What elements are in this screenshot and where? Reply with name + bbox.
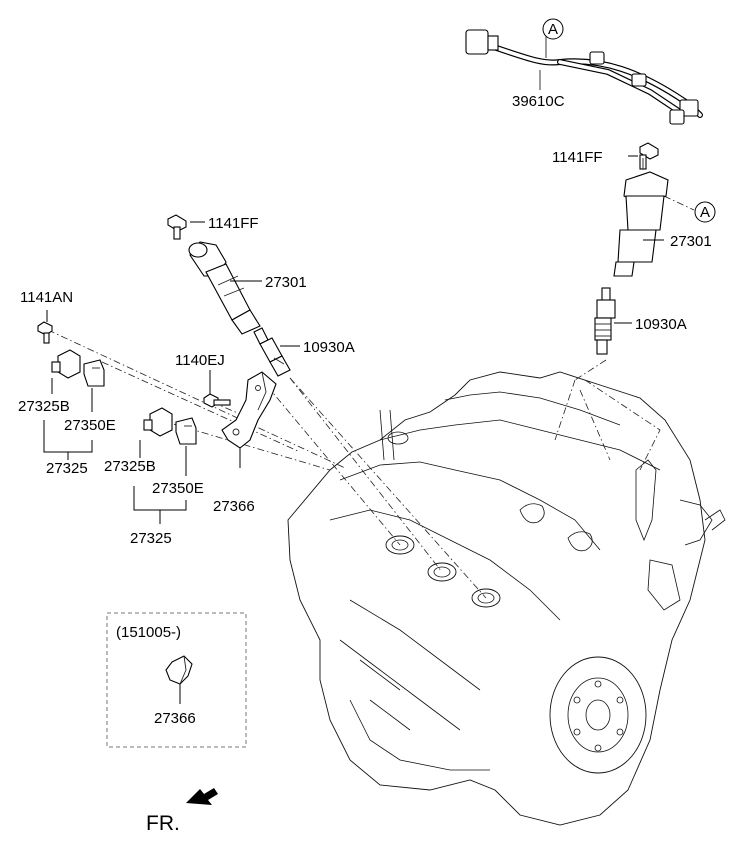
label-39610c: 39610C [512, 93, 565, 110]
middle-sensor-group [133, 407, 197, 511]
label-27366: 27366 [213, 498, 255, 515]
label-1141an: 1141AN [20, 289, 73, 306]
front-direction-label: FR. [146, 812, 180, 835]
label-27301-mid: 27301 [265, 274, 307, 291]
label-27325-mid: 27325 [130, 530, 172, 547]
label-1140ej: 1140EJ [175, 352, 225, 369]
front-arrow-icon [186, 788, 218, 805]
middle-ignition-coil [167, 214, 262, 335]
label-27325b-left: 27325B [18, 398, 70, 415]
inset-box [106, 612, 247, 748]
reference-marker-a-right [694, 201, 716, 223]
label-10930a-right: 10930A [635, 316, 687, 333]
label-27350e-left: 27350E [64, 417, 116, 434]
reference-marker-a-top-label: A [548, 21, 558, 38]
reference-marker-a-right-label: A [700, 204, 710, 221]
engine-block [287, 371, 726, 826]
inset-date-range: (151005-) [116, 624, 181, 641]
label-27325-left: 27325 [46, 460, 88, 477]
label-27301-right: 27301 [670, 233, 712, 250]
label-1141ff-mid: 1141FF [208, 215, 259, 232]
label-27350e-mid: 27350E [152, 480, 204, 497]
ignition-wiring-harness [465, 29, 703, 125]
right-ignition-coil [613, 142, 669, 277]
left-sensor-group [37, 310, 105, 453]
right-spark-plug [594, 287, 632, 355]
middle-spark-plug [253, 327, 300, 377]
label-27366-inset: 27366 [154, 710, 196, 727]
label-27325b-mid: 27325B [104, 458, 156, 475]
bracket-27366 [203, 370, 277, 468]
label-1141ff-right: 1141FF [552, 149, 603, 166]
reference-marker-a-top [542, 18, 564, 40]
label-10930a-mid: 10930A [303, 339, 355, 356]
